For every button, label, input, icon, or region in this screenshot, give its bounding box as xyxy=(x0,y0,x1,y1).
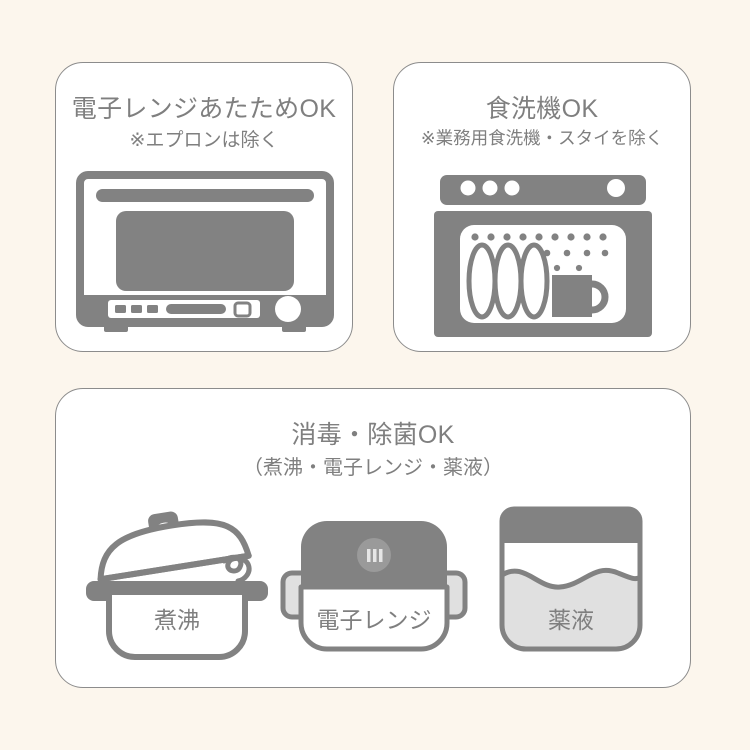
microwave-oven-icon xyxy=(76,171,334,341)
sterilize-method-boiling: 煮沸 xyxy=(82,497,272,669)
boiling-pot-icon xyxy=(86,511,268,660)
card-sterilize-subtitle: （煮沸・電子レンジ・薬液） xyxy=(243,457,503,479)
sterilize-method-solution: 薬液 xyxy=(476,497,666,669)
card-sterilize-ok: 消毒・除菌OK （煮沸・電子レンジ・薬液） xyxy=(55,388,691,688)
card-dishwasher-subtitle: ※業務用食洗機・スタイを除く xyxy=(420,128,664,148)
card-microwave-title: 電子レンジあたためOK xyxy=(71,95,337,123)
card-dishwasher-title: 食洗機OK xyxy=(485,95,599,123)
card-microwave-ok: 電子レンジあたためOK ※エプロンは除く xyxy=(55,62,353,352)
card-sterilize-title: 消毒・除菌OK xyxy=(291,421,455,449)
chemical-solution-container-icon xyxy=(499,506,643,652)
card-dishwasher-ok: 食洗機OK ※業務用食洗機・スタイを除く xyxy=(393,62,691,352)
card-microwave-subtitle: ※エプロンは除く xyxy=(129,130,279,151)
sterilize-method-microwave: 電子レンジ xyxy=(279,497,469,669)
microwave-container-icon xyxy=(280,521,468,652)
dishwasher-icon xyxy=(430,171,656,341)
